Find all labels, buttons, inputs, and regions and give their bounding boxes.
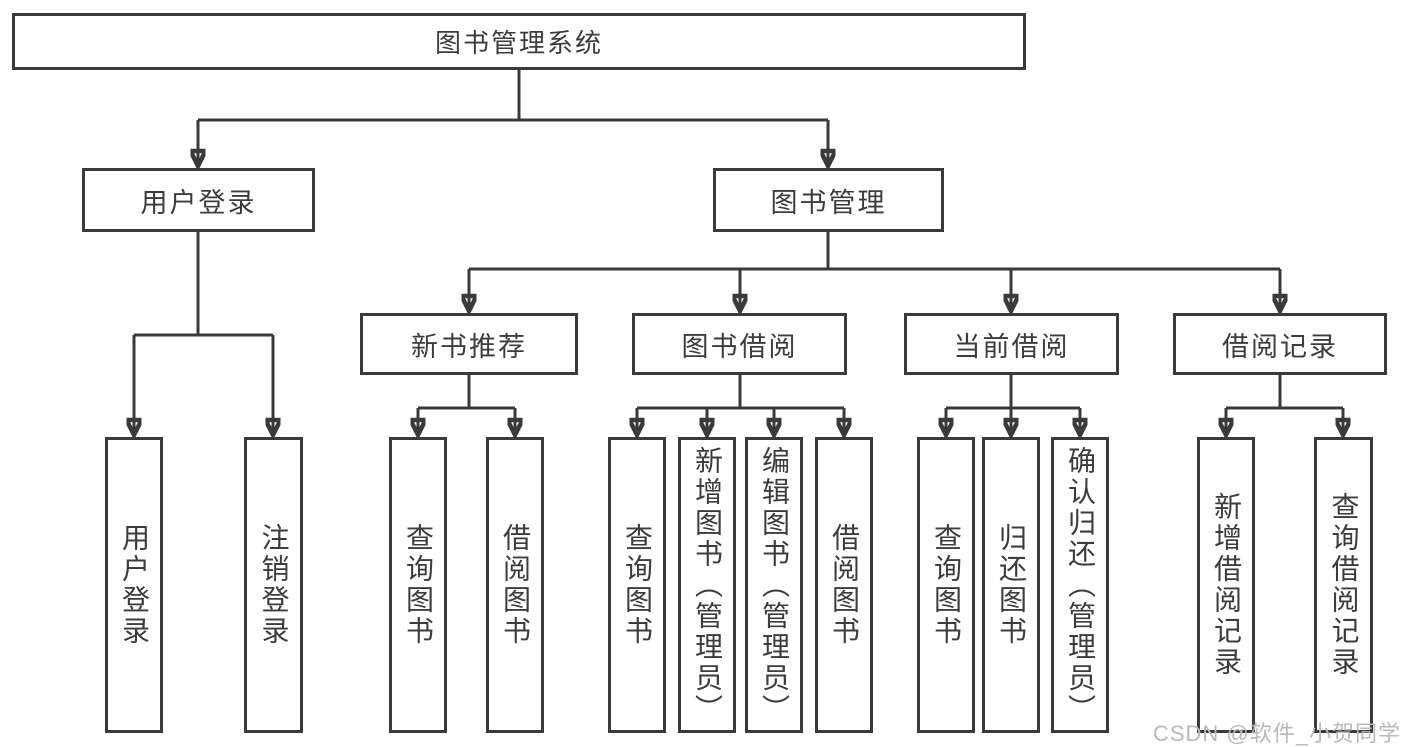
leaf-label: 查询图书	[403, 523, 434, 647]
leaf-label: 确认归还（管理员）	[1065, 445, 1096, 725]
node-book-management: 图书管理	[713, 168, 944, 232]
leaf-edit-book-admin: 编辑图书（管理员）	[745, 437, 803, 733]
node-label: 图书管理	[770, 187, 887, 218]
leaf-user-login: 用户登录	[105, 437, 163, 733]
leaf-label: 编辑图书（管理员）	[759, 445, 790, 725]
leaf-label: 用户登录	[119, 523, 150, 647]
node-label: 新书推荐	[411, 331, 527, 362]
leaf-label: 查询图书	[931, 523, 962, 647]
connector-current-borrowing-to-leaves	[946, 375, 1080, 435]
node-library-management-system: 图书管理系统	[12, 13, 1026, 70]
leaf-label: 借阅图书	[500, 523, 531, 647]
leaf-label: 查询图书	[622, 523, 653, 647]
leaf-query-books: 查询图书	[389, 437, 447, 733]
leaf-logout-login: 注销登录	[244, 437, 303, 733]
connector-book-borrowing-to-leaves	[637, 375, 844, 435]
node-borrowing-records: 借阅记录	[1173, 313, 1387, 375]
leaf-borrow-books: 借阅图书	[486, 437, 544, 733]
node-label: 借阅记录	[1222, 331, 1338, 362]
connector-user-login-to-leaves	[134, 232, 273, 435]
leaf-label: 新增图书（管理员）	[692, 445, 723, 725]
leaf-label: 查询借阅记录	[1328, 492, 1360, 678]
connector-new-book-recommendation-to-leaves	[418, 375, 515, 435]
leaf-query-books: 查询图书	[608, 437, 666, 733]
connector-book-management-to-groups	[469, 232, 1280, 311]
leaf-query-books: 查询图书	[917, 437, 975, 733]
leaf-add-book-admin: 新增图书（管理员）	[678, 437, 736, 733]
leaf-add-borrow-record: 新增借阅记录	[1197, 437, 1255, 733]
leaf-confirm-return-admin: 确认归还（管理员）	[1051, 437, 1109, 733]
node-label: 用户登录	[140, 187, 257, 218]
leaf-label: 新增借阅记录	[1211, 492, 1242, 678]
node-new-book-recommendation: 新书推荐	[360, 313, 578, 375]
leaf-borrow-books: 借阅图书	[815, 437, 873, 733]
node-label: 当前借阅	[953, 331, 1070, 362]
node-user-login: 用户登录	[82, 168, 315, 232]
leaf-label: 注销登录	[258, 523, 290, 647]
connector-root-to-level2	[198, 70, 828, 166]
node-label: 图书管理系统	[434, 28, 603, 58]
leaf-label: 借阅图书	[829, 523, 860, 647]
leaf-query-borrow-record: 查询借阅记录	[1314, 437, 1373, 733]
connector-borrowing-records-to-leaves	[1226, 375, 1343, 435]
csdn-watermark: CSDN @软件_小贺同学	[1152, 721, 1401, 746]
node-book-borrowing: 图书借阅	[632, 313, 847, 375]
node-label: 图书借阅	[681, 331, 798, 362]
leaf-return-books: 归还图书	[982, 437, 1040, 733]
node-current-borrowing: 当前借阅	[904, 313, 1119, 375]
leaf-label: 归还图书	[996, 523, 1027, 647]
